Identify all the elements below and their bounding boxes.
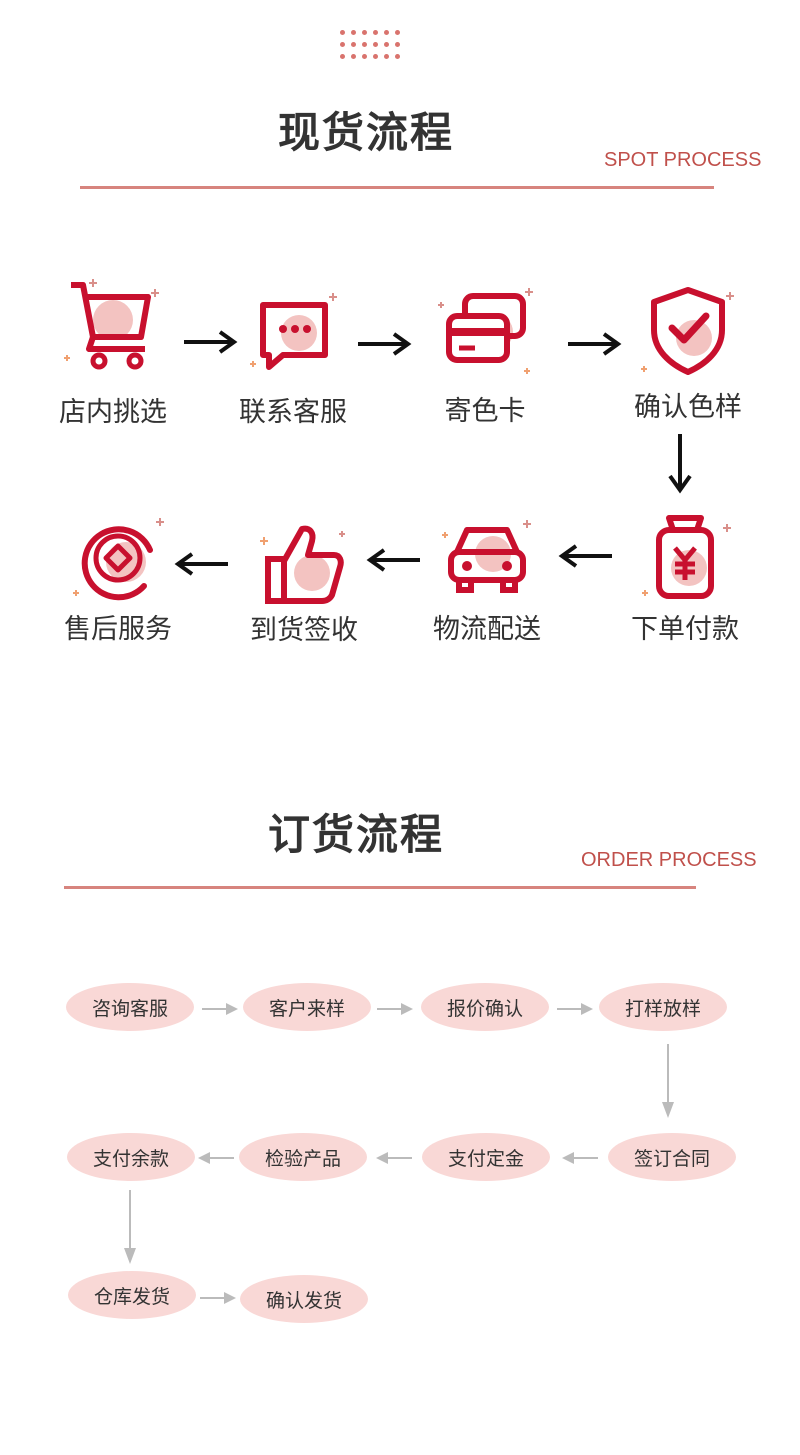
spot-step-receive: 到货签收 xyxy=(229,515,379,644)
arrow-down-icon xyxy=(661,1044,675,1124)
header-dots-decoration xyxy=(340,30,400,64)
arrow-right-icon xyxy=(356,331,412,357)
order-step-pill: 确认发货 xyxy=(240,1275,368,1323)
arrow-right-icon xyxy=(200,1290,238,1309)
spot-section-subtitle: SPOT PROCESS xyxy=(604,149,762,171)
spot-step-label: 联系客服 xyxy=(239,397,347,428)
arrow-left-icon xyxy=(374,1150,412,1169)
order-step-pill: 客户来样 xyxy=(243,983,371,1031)
arrow-left-icon xyxy=(558,543,614,569)
arrow-right-icon xyxy=(182,329,238,355)
arrow-left-icon xyxy=(366,547,422,573)
after-sales-icon xyxy=(68,510,168,610)
spot-step-color-card: 寄色卡 xyxy=(410,282,560,425)
arrow-left-icon xyxy=(174,551,230,577)
spot-step-label: 确认色样 xyxy=(634,392,742,423)
shield-check-icon xyxy=(638,282,738,382)
arrow-left-icon xyxy=(560,1150,598,1169)
delivery-car-icon xyxy=(437,508,537,608)
order-step-pill: 支付余款 xyxy=(67,1133,195,1181)
spot-section-title: 现货流程 xyxy=(278,108,455,157)
thumbs-up-icon xyxy=(254,515,354,615)
payment-bag-icon xyxy=(635,510,735,610)
spot-step-pay: 下单付款 xyxy=(610,510,760,643)
arrow-right-icon xyxy=(557,1001,595,1020)
order-section-divider xyxy=(64,886,696,889)
order-section-subtitle: ORDER PROCESS xyxy=(581,849,757,871)
spot-step-contact: 联系客服 xyxy=(218,285,368,426)
arrow-down-icon xyxy=(123,1190,137,1270)
spot-step-label: 下单付款 xyxy=(631,614,739,645)
arrow-right-icon xyxy=(566,331,622,357)
spot-step-label: 物流配送 xyxy=(433,614,541,645)
color-card-icon xyxy=(435,282,535,382)
order-step-pill: 打样放样 xyxy=(599,983,727,1031)
spot-step-confirm-color: 确认色样 xyxy=(613,282,763,421)
order-section-title: 订货流程 xyxy=(268,810,445,859)
order-step-pill: 支付定金 xyxy=(422,1133,550,1181)
spot-step-label: 寄色卡 xyxy=(444,396,526,427)
order-step-pill: 仓库发货 xyxy=(68,1271,196,1319)
spot-step-label: 售后服务 xyxy=(64,614,172,645)
order-step-pill: 咨询客服 xyxy=(66,983,194,1031)
shopping-cart-icon xyxy=(63,275,163,375)
arrow-left-icon xyxy=(196,1150,234,1169)
arrow-right-icon xyxy=(377,1001,415,1020)
spot-step-after-sales: 售后服务 xyxy=(43,510,193,643)
order-step-pill: 检验产品 xyxy=(239,1133,367,1181)
spot-step-logistics: 物流配送 xyxy=(412,508,562,643)
arrow-down-icon xyxy=(667,432,693,494)
arrow-right-icon xyxy=(202,1001,240,1020)
order-step-pill: 签订合同 xyxy=(608,1133,736,1181)
chat-bubble-icon xyxy=(243,285,343,385)
spot-step-label: 到货签收 xyxy=(250,615,358,646)
spot-section-divider xyxy=(80,186,714,189)
spot-step-select: 店内挑选 xyxy=(38,275,188,426)
order-step-pill: 报价确认 xyxy=(421,983,549,1031)
spot-step-label: 店内挑选 xyxy=(59,397,167,428)
